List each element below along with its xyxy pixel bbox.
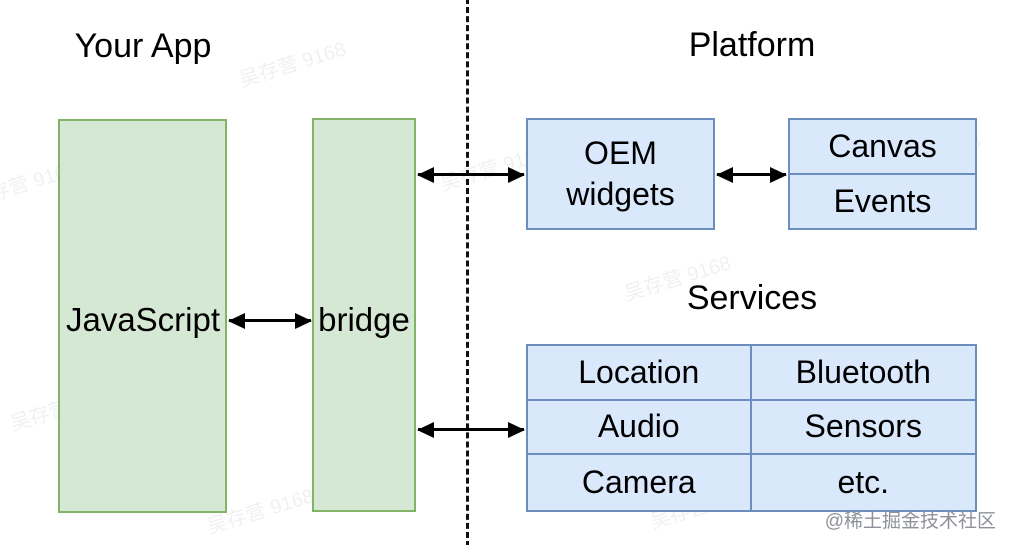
javascript-box-label: JavaScript [65,301,221,338]
services-cell-camera: Camera [528,455,752,510]
arrow-bridge-oem-widgets [417,167,525,183]
bridge-box [312,118,416,512]
arrowhead-right-icon [295,313,312,329]
watermark: 吴存营 9168 [236,38,349,92]
events-cell: Events [790,173,975,228]
oem-widgets-box-label: OEM widgets [566,135,675,212]
canvas-cell: Canvas [828,128,937,164]
services-cell-bluetooth: Bluetooth [751,346,975,401]
arrow-javascript-bridge [228,313,312,329]
arrowhead-left-icon [716,167,733,183]
arrowhead-left-icon [228,313,245,329]
services-cell-audio: Audio [528,400,752,456]
oem-widgets-box: OEM widgets [526,118,715,230]
arrowhead-right-icon [508,422,525,438]
services-cell-location: Location [528,346,752,401]
your-app-title: Your App [74,27,212,65]
services-cell-etc: etc. [837,464,890,501]
platform-title: Platform [688,26,816,64]
services-cell-sensors: Sensors [751,401,975,456]
arrowhead-right-icon [770,167,787,183]
arrowhead-left-icon [417,167,434,183]
community-credit: @稀土掘金技术社区 [824,511,996,532]
arrowhead-right-icon [508,167,525,183]
services-title: Services [686,279,818,317]
arrowhead-left-icon [417,422,434,438]
app-platform-divider-dashed-line [466,0,469,545]
arrow-oem-canvas-events [716,167,787,183]
canvas-events-box: Canvas Events [788,118,977,230]
arrow-bridge-services [417,422,525,438]
javascript-box [58,119,227,513]
services-table: Location Bluetooth Audio Sensors Camera … [526,344,977,512]
bridge-box-label: bridge [318,301,410,338]
